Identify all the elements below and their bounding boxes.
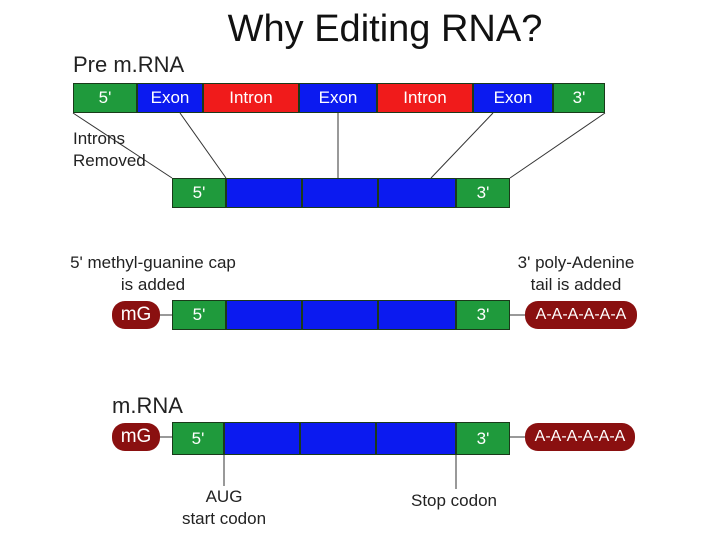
mrna-exon-3 <box>376 422 456 455</box>
pre-mrna-label: Pre m.RNA <box>73 52 185 77</box>
spliced-exon-3 <box>378 178 456 208</box>
cap-added-label: 5' methyl-guanine cap is added <box>70 253 236 294</box>
tail-added-label: 3' poly-Adenine tail is added <box>517 253 635 294</box>
mrna-methyl-guanine-cap: mG <box>112 423 160 451</box>
mrna-exon-2 <box>300 422 376 455</box>
spliced-exon-1 <box>226 178 302 208</box>
pre-mrna-intron-1: Intron <box>203 83 299 113</box>
page-title: Why Editing RNA? <box>227 8 543 50</box>
introns-removed-label: Introns Removed <box>73 129 146 170</box>
mrna-five-prime: 5' <box>172 422 224 455</box>
capped-exon-2 <box>302 300 378 330</box>
start-codon-label: AUG start codon <box>181 487 267 528</box>
pre-mrna-three-prime: 3' <box>553 83 605 113</box>
mrna-exon-1 <box>224 422 300 455</box>
pre-mrna-exon-2: Exon <box>299 83 377 113</box>
capped-three-prime: 3' <box>456 300 510 330</box>
poly-a-tail: A-A-A-A-A-A <box>525 301 637 329</box>
methyl-guanine-cap: mG <box>112 301 160 329</box>
mrna-poly-a-tail: A-A-A-A-A-A <box>525 423 635 451</box>
spliced-five-prime: 5' <box>172 178 226 208</box>
pre-mrna-intron-2: Intron <box>377 83 473 113</box>
stop-codon-label: Stop codon <box>410 491 497 510</box>
spliced-three-prime: 3' <box>456 178 510 208</box>
capped-five-prime: 5' <box>172 300 226 330</box>
spliced-exon-2 <box>302 178 378 208</box>
mrna-three-prime: 3' <box>456 422 510 455</box>
capped-exon-1 <box>226 300 302 330</box>
pre-mrna-five-prime: 5' <box>73 83 137 113</box>
pre-mrna-exon-3: Exon <box>473 83 553 113</box>
capped-exon-3 <box>378 300 456 330</box>
pre-mrna-exon-1: Exon <box>137 83 203 113</box>
mrna-label: m.RNA <box>112 393 183 418</box>
